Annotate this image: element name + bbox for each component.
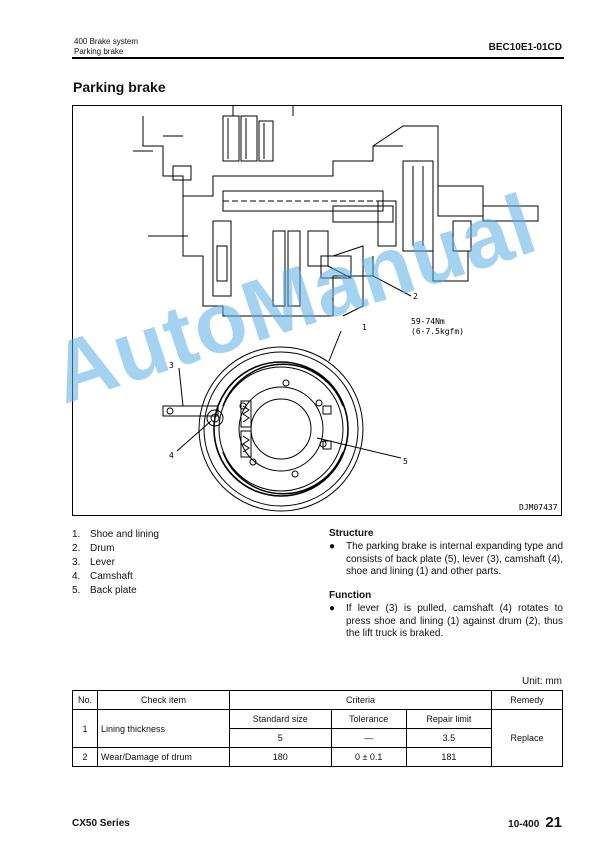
callout-4: 4 bbox=[169, 451, 174, 460]
header-no: No. bbox=[72, 690, 98, 710]
bullet: ● bbox=[329, 541, 336, 552]
callout-5: 5 bbox=[403, 457, 408, 466]
cell-limit: 181 bbox=[405, 747, 493, 767]
part-label: Lever bbox=[90, 557, 116, 568]
structure-heading: Structure bbox=[329, 528, 374, 539]
part-number: 1. bbox=[72, 529, 81, 540]
torque-value-nm: 59-74Nm bbox=[411, 317, 445, 326]
cell-standard: 180 bbox=[229, 747, 332, 767]
header-section-name: 400 Brake system bbox=[74, 37, 139, 46]
callout-3: 3 bbox=[169, 361, 174, 370]
check-table: No. Check item Criteria Remedy 1 Lining … bbox=[72, 690, 563, 767]
page-title: Parking brake bbox=[73, 79, 166, 95]
footer-page-info: 10-400 21 bbox=[508, 814, 562, 831]
header-subsection-name: Parking brake bbox=[74, 47, 124, 56]
list-item: 2. Drum bbox=[72, 542, 159, 556]
part-number: 2. bbox=[72, 543, 81, 554]
torque-value-kgfm: (6-7.5kgfm) bbox=[411, 327, 464, 336]
row-no: 1 bbox=[72, 709, 98, 748]
part-label: Camshaft bbox=[90, 571, 133, 582]
part-label: Shoe and lining bbox=[90, 529, 159, 540]
header-criteria: Criteria bbox=[229, 690, 492, 710]
row-check-item: Lining thickness bbox=[97, 709, 230, 748]
page-number: 21 bbox=[545, 814, 562, 831]
table-header-row: No. Check item Criteria Remedy bbox=[72, 690, 563, 710]
footer-code: 10-400 bbox=[508, 819, 540, 830]
footer-series: CX50 Series bbox=[72, 818, 130, 829]
part-number: 5. bbox=[72, 585, 81, 596]
unit-label: Unit: mm bbox=[522, 676, 562, 687]
header-rule bbox=[72, 57, 564, 59]
row-remedy: Replace bbox=[491, 709, 563, 767]
cell-limit: 3.5 bbox=[405, 728, 493, 748]
part-number: 3. bbox=[72, 557, 81, 568]
header-section: 400 Brake system Parking brake bbox=[74, 37, 138, 57]
header-check-item: Check item bbox=[97, 690, 230, 710]
parts-list: 1. Shoe and lining 2. Drum 3. Lever 4. Camsh… bbox=[72, 528, 159, 598]
part-label: Drum bbox=[90, 543, 115, 554]
subheader-repair-limit: Repair limit bbox=[405, 709, 493, 729]
callout-2: 2 bbox=[413, 292, 418, 301]
function-heading: Function bbox=[329, 590, 372, 601]
subheader-standard-size: Standard size bbox=[229, 709, 332, 729]
header-remedy: Remedy bbox=[491, 690, 563, 710]
table-row: 2 Wear/Damage of drum 180 0 ± 0.1 181 bbox=[72, 747, 563, 767]
cell-tolerance: 0 ± 0.1 bbox=[330, 747, 407, 767]
bullet: ● bbox=[329, 603, 336, 614]
structure-text: ● The parking brake is internal expandin… bbox=[329, 541, 563, 579]
table-row: 5 — 3.5 bbox=[73, 728, 563, 748]
row-check-item: Wear/Damage of drum bbox=[97, 747, 230, 767]
header-doc-code: BEC10E1-01CD bbox=[488, 42, 562, 53]
function-text: ● If lever (3) is pulled, camshaft (4) r… bbox=[329, 603, 563, 641]
structure-description: The parking brake is internal expanding … bbox=[346, 541, 563, 577]
figure-callouts: 1 2 3 4 5 59-74Nm (6-7.5kgfm) DJM07437 bbox=[169, 292, 558, 512]
function-description: If lever (3) is pulled, camshaft (4) rot… bbox=[346, 603, 563, 639]
subheader-tolerance: Tolerance bbox=[330, 709, 407, 729]
list-item: 4. Camshaft bbox=[72, 570, 159, 584]
parking-brake-drawing: 1 2 3 4 5 59-74Nm (6-7.5kgfm) DJM07437 bbox=[133, 106, 558, 512]
row-no: 2 bbox=[72, 747, 98, 767]
callout-1: 1 bbox=[362, 323, 367, 332]
cell-standard: 5 bbox=[229, 728, 332, 748]
part-number: 4. bbox=[72, 571, 81, 582]
list-item: 5. Back plate bbox=[72, 584, 159, 598]
list-item: 1. Shoe and lining bbox=[72, 528, 159, 542]
part-label: Back plate bbox=[90, 585, 137, 596]
cell-tolerance: — bbox=[330, 728, 407, 748]
figure-code: DJM07437 bbox=[519, 503, 558, 512]
list-item: 3. Lever bbox=[72, 556, 159, 570]
parking-brake-figure: 1 2 3 4 5 59-74Nm (6-7.5kgfm) DJM07437 bbox=[72, 105, 562, 516]
table-row: 1 Lining thickness Standard size Toleran… bbox=[72, 709, 563, 767]
